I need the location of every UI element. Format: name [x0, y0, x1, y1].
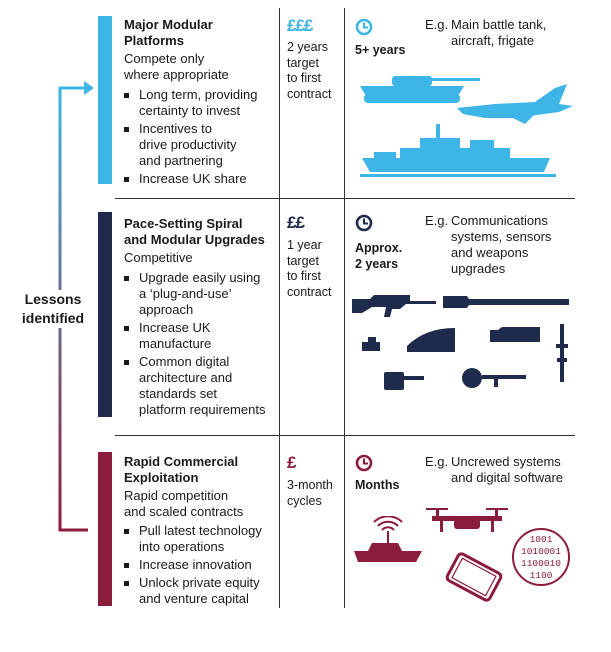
- radar-icon: [462, 368, 526, 388]
- tier2-color-bar: [98, 212, 112, 417]
- tier3-color-bar: [98, 452, 112, 606]
- tier3-bullet: Increase innovation: [122, 557, 262, 573]
- column-divider-2: [344, 8, 345, 608]
- sensor-module-icon: [362, 337, 380, 351]
- rifle-icon: [352, 295, 436, 317]
- mast-icon: [556, 324, 568, 382]
- tier3-duration: Months: [355, 478, 400, 492]
- tier2-duration: Approx.2 years: [355, 241, 403, 271]
- frigate-icon: [360, 124, 556, 177]
- tier2-example-prefix: E.g.: [425, 213, 449, 228]
- row-divider-2: [115, 435, 575, 436]
- weapon-pod-icon: [490, 327, 540, 342]
- tank-icon: [360, 76, 480, 103]
- turret-icon: [384, 372, 424, 390]
- tier1-cost: £££: [287, 16, 313, 35]
- tier2-cost: ££: [287, 213, 305, 232]
- tier1-color-bar: [98, 16, 112, 184]
- tier3-example-prefix: E.g.: [425, 454, 449, 469]
- clock-icon: [355, 214, 373, 232]
- missile-icon: [407, 328, 455, 352]
- tablet-icon: [445, 552, 503, 602]
- gun-barrel-icon: [443, 296, 569, 308]
- row-divider-1: [115, 198, 575, 199]
- tier1-example-prefix: E.g.: [425, 17, 449, 32]
- uncrewed-boat-icon: [354, 516, 422, 562]
- clock-icon: [355, 18, 373, 36]
- tier1-bullet: Increase UK share: [122, 171, 258, 187]
- tier2-subtitle: Competitive: [124, 250, 193, 265]
- clock-icon: [355, 454, 373, 472]
- drone-icon: [426, 508, 508, 532]
- column-divider-1: [279, 8, 280, 608]
- fighter-jet-icon: [457, 84, 573, 124]
- tier1-duration: 5+ years: [355, 43, 406, 57]
- tier3-cost: £: [287, 453, 297, 472]
- tier1-example: Main battle tank,aircraft, frigate: [451, 17, 547, 48]
